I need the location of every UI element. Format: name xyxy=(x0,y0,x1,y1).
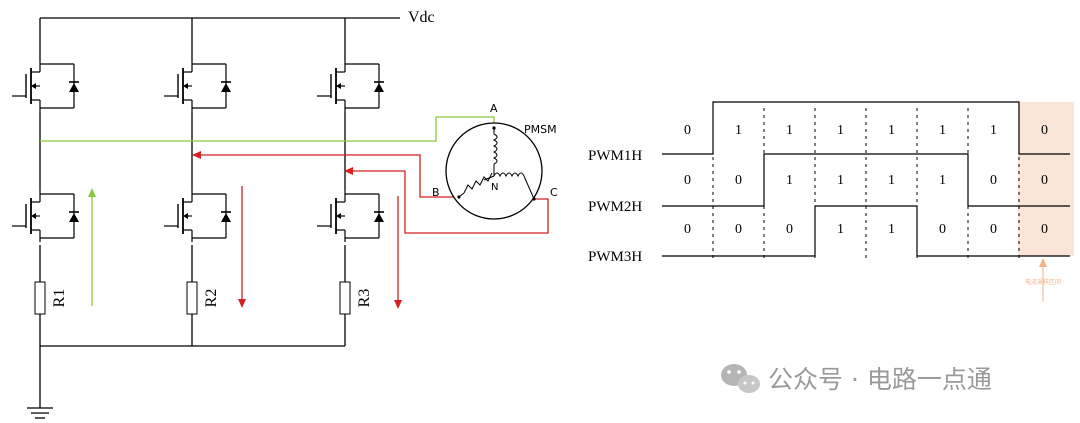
current-paths xyxy=(40,116,549,309)
phase-b-current-path xyxy=(192,151,459,198)
pwm-bit-value: 1 xyxy=(837,222,844,237)
time-slot-dividers xyxy=(712,108,1020,258)
high-side-switch-3 xyxy=(317,60,384,112)
waveform-pwm2h xyxy=(662,153,1070,207)
phase-a-current-path xyxy=(40,116,498,142)
pwm-bit-value: 0 xyxy=(735,173,742,188)
signal-name-pwm3h: PWM3H xyxy=(588,249,642,265)
pwm-bit-value: 0 xyxy=(786,222,793,237)
pwm-bit-value: 1 xyxy=(888,123,895,138)
pwm-bit-value: 1 xyxy=(888,222,895,237)
pwm-bit-value: 0 xyxy=(684,123,691,138)
pwm-bit-value: 0 xyxy=(1041,222,1048,237)
low-side-switch-3 xyxy=(317,190,384,242)
pwm-waveforms xyxy=(662,101,1070,257)
pwm-bit-value: 0 xyxy=(990,173,997,188)
high-side-switch-1 xyxy=(12,60,79,112)
pwm-bit-value: 1 xyxy=(990,123,997,138)
signal-name-pwm1h: PWM1H xyxy=(588,148,642,164)
phase-legs xyxy=(39,112,346,346)
pwm-bit-value: 1 xyxy=(786,123,793,138)
watermark-text: 公众号 · 电路一点通 xyxy=(768,365,992,394)
pwm-timing-diagram: 0 1 1 1 1 1 1 0 0 0 1 1 1 1 0 0 0 0 0 1 1 0 0 0 PWM1H PWM2H PWM… xyxy=(588,101,1074,302)
resistor-r3 xyxy=(339,281,351,315)
pwm-bit-value: 0 xyxy=(939,222,946,237)
pwm-bit-value: 0 xyxy=(684,222,691,237)
shunt-resistors: R1 R2 R3 xyxy=(34,281,373,315)
pwm-bit-value: 1 xyxy=(837,173,844,188)
terminal-b-label: B xyxy=(432,186,440,199)
high-side-switch-2 xyxy=(164,60,231,112)
terminal-c-label: C xyxy=(550,186,558,199)
pmsm-motor xyxy=(445,122,543,220)
motor-label: PMSM xyxy=(524,123,557,136)
low-side-switch-2 xyxy=(164,190,231,242)
pwm-bit-value: 1 xyxy=(837,123,844,138)
neutral-label: N xyxy=(491,182,498,193)
ground-icon xyxy=(27,407,53,419)
pwm-bit-value: 0 xyxy=(735,222,742,237)
resistor-r1 xyxy=(34,281,46,315)
resistor-label-r2: R2 xyxy=(203,289,220,308)
pwm-bit-value: 1 xyxy=(735,123,742,138)
resistor-label-r1: R1 xyxy=(51,289,68,308)
low-side-switch-1 xyxy=(12,190,79,242)
pwm-bit-value: 0 xyxy=(1041,123,1048,138)
pwm-bit-value: 0 xyxy=(1041,173,1048,188)
supply-label: Vdc xyxy=(408,9,435,26)
pwm-bit-value: 0 xyxy=(684,173,691,188)
sampling-label: 电流采样区间 xyxy=(1025,278,1061,286)
mosfet-switches xyxy=(12,60,384,242)
pwm-bit-value: 1 xyxy=(939,173,946,188)
sampling-window-highlight xyxy=(1018,102,1074,256)
terminal-a-label: A xyxy=(490,102,498,115)
wechat-icon xyxy=(721,364,760,393)
pwm-bit-value: 1 xyxy=(786,173,793,188)
power-rails xyxy=(39,17,400,408)
phase-c-current-path xyxy=(344,167,549,234)
watermark: 公众号 · 电路一点通 xyxy=(721,364,992,394)
waveform-pwm1h xyxy=(662,101,1070,155)
pwm-bit-value: 0 xyxy=(990,222,997,237)
resistor-r2 xyxy=(186,281,198,315)
resistor-label-r3: R3 xyxy=(356,289,373,308)
signal-name-pwm2h: PWM2H xyxy=(588,199,642,215)
waveform-pwm3h xyxy=(662,205,1070,257)
pwm-bit-labels: 0 1 1 1 1 1 1 0 0 0 1 1 1 1 0 0 0 0 0 1 1 0 0 0 xyxy=(684,123,1048,237)
pwm-bit-value: 1 xyxy=(939,123,946,138)
pwm-bit-value: 1 xyxy=(888,173,895,188)
